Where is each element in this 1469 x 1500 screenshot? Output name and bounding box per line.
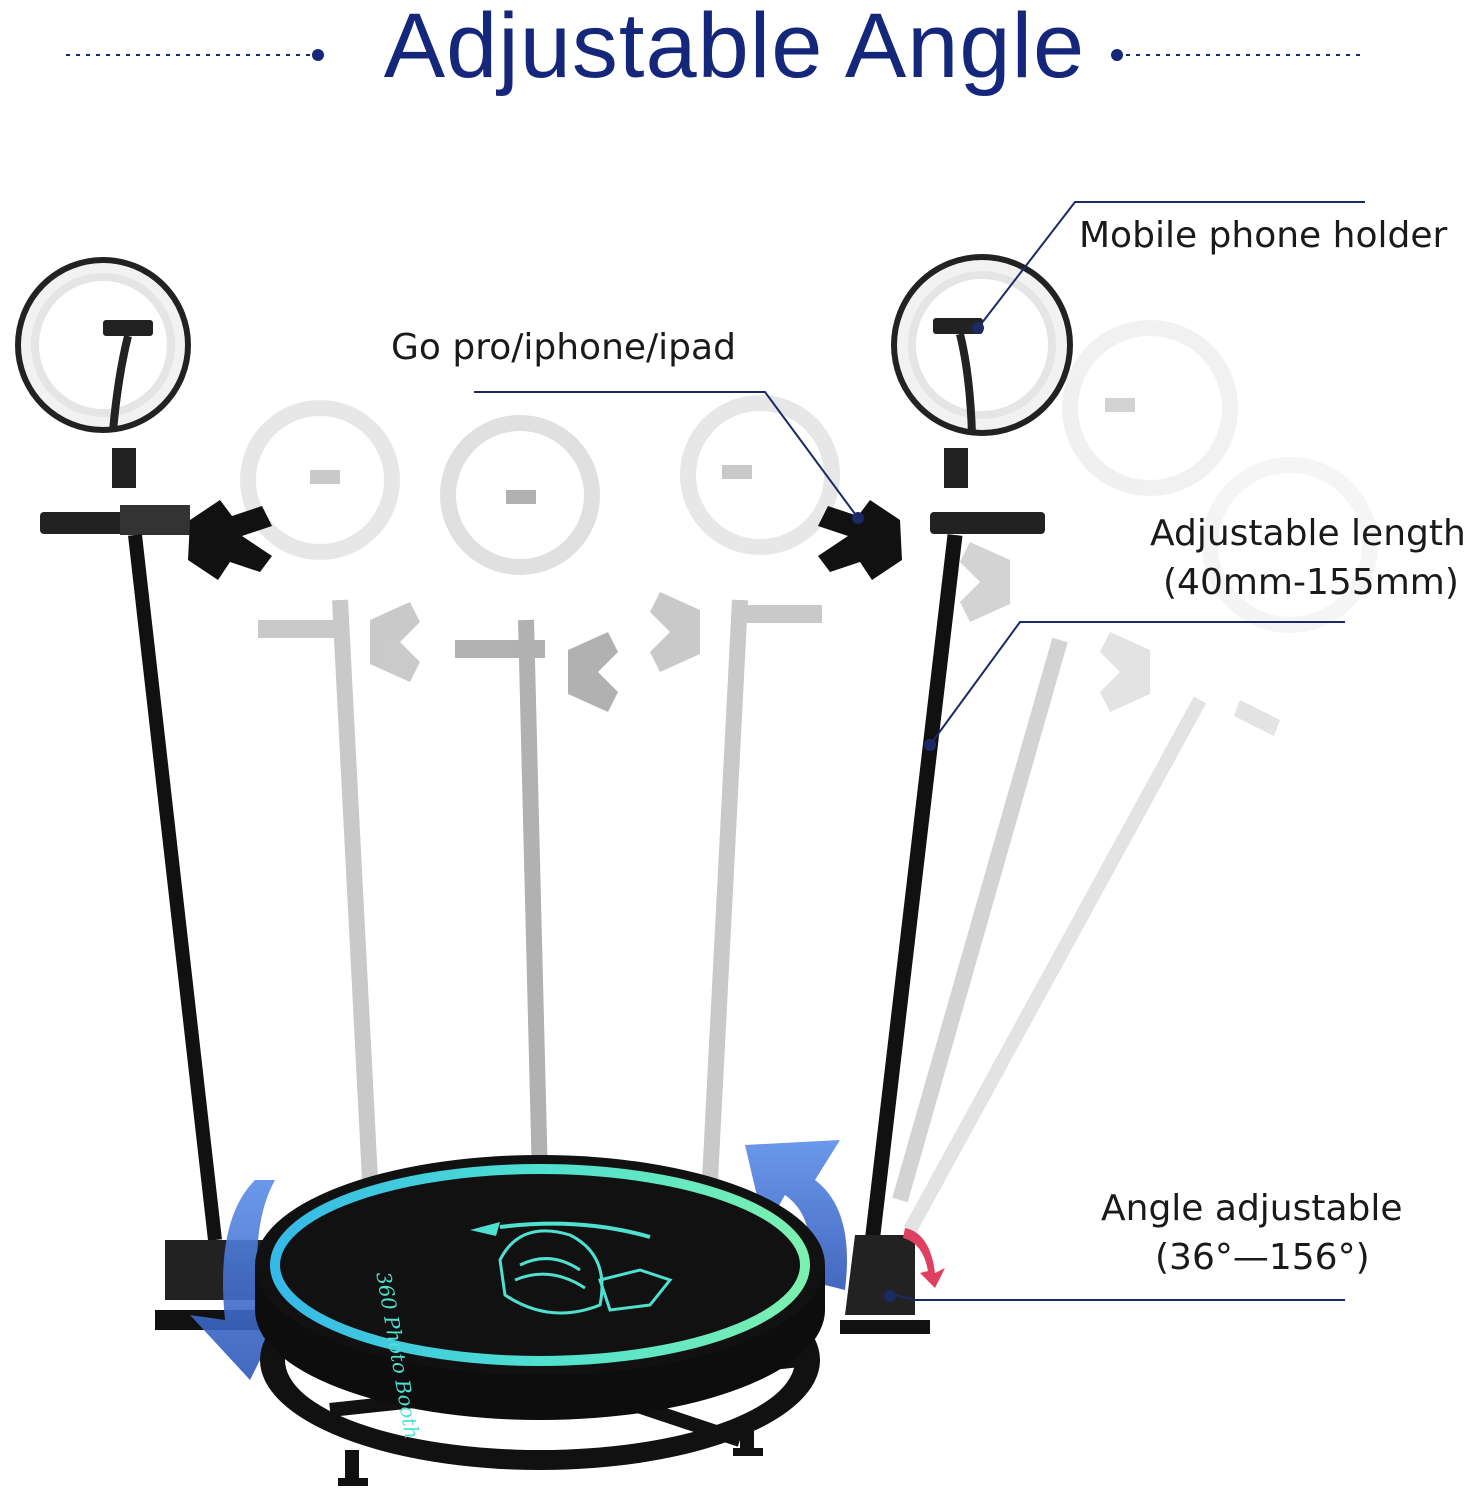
ghost-stand-1 xyxy=(240,400,420,1181)
title-decoration xyxy=(66,49,1365,61)
title-dot-left xyxy=(312,49,324,61)
go-pro-label: Go pro/iphone/ipad xyxy=(391,327,736,368)
angle-adjustable-label: Angle adjustable xyxy=(1101,1188,1403,1229)
mobile-phone-holder-label: Mobile phone holder xyxy=(1079,215,1448,256)
page-title: Adjustable Angle xyxy=(383,0,1086,97)
ghost-stand-5 xyxy=(903,457,1378,1234)
ghost-stand-2 xyxy=(440,415,618,1181)
left-stand xyxy=(15,257,285,1330)
title-dot-right xyxy=(1111,49,1123,61)
callout-dots xyxy=(852,322,984,1302)
platform-logo xyxy=(498,1229,673,1315)
ghost-stand-3 xyxy=(650,395,840,1181)
ghost-stand-4 xyxy=(892,320,1238,1203)
angle-adjustable-range: (36°—156°) xyxy=(1155,1237,1370,1278)
platform xyxy=(255,1155,825,1486)
adjustable-length-range: (40mm-155mm) xyxy=(1163,562,1459,603)
callout-lines xyxy=(474,201,1365,1301)
adjustable-length-label: Adjustable length xyxy=(1150,513,1466,554)
red-angle-arrow xyxy=(903,1228,945,1288)
right-stand xyxy=(818,254,1073,1334)
